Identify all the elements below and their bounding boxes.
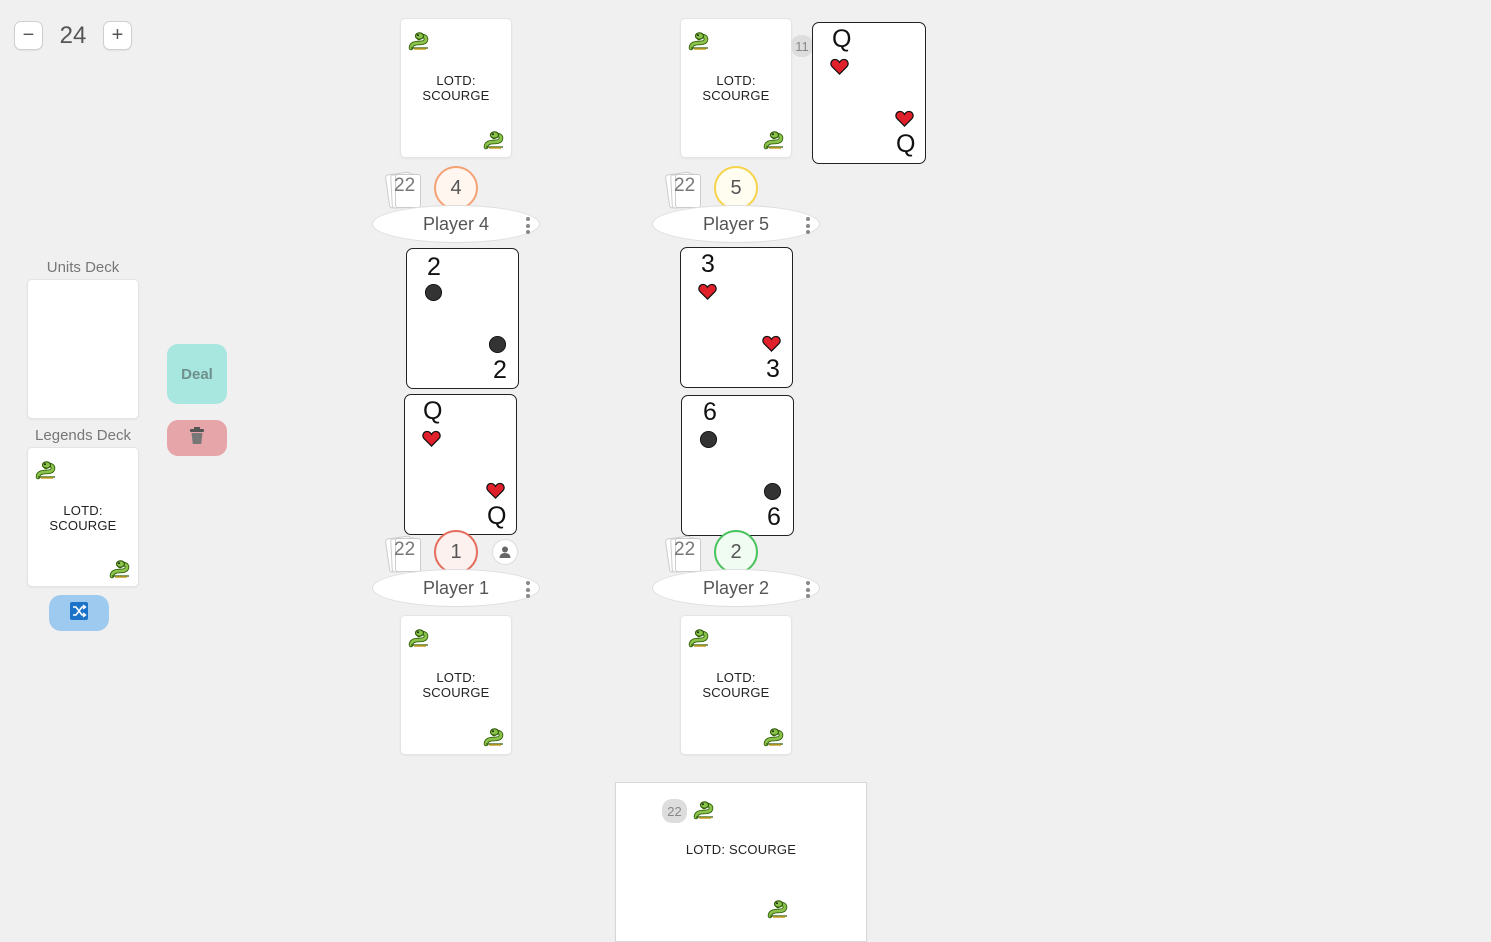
playing-card[interactable]: 6 6 xyxy=(681,395,794,536)
card-rank: 6 xyxy=(767,503,781,531)
player4-seat-badge: 4 xyxy=(434,166,478,210)
player2-name: Player 2 xyxy=(702,577,770,598)
player2-hand-count[interactable]: 22 xyxy=(664,535,701,573)
player5-name: Player 5 xyxy=(702,213,770,234)
card-title: LOTD: SCOURGE xyxy=(422,670,490,700)
player2-seat-badge: 2 xyxy=(714,530,758,574)
heart-icon xyxy=(830,57,849,76)
snake-icon xyxy=(483,726,507,748)
player4-name: Player 4 xyxy=(422,213,490,234)
player2-nameplate[interactable]: Player 2 xyxy=(652,569,820,607)
deal-button[interactable]: Deal xyxy=(167,344,227,404)
player4-nameplate[interactable]: Player 4 xyxy=(372,205,540,243)
player1-seat-badge: 1 xyxy=(434,530,478,574)
player1-nameplate[interactable]: Player 1 xyxy=(372,569,540,607)
player5-nameplate[interactable]: Player 5 xyxy=(652,205,820,243)
legends-deck[interactable]: LOTD: SCOURGE xyxy=(27,447,139,587)
card-rank: 3 xyxy=(766,355,780,383)
snake-icon xyxy=(483,129,507,151)
circle-icon xyxy=(763,482,782,501)
snake-icon xyxy=(35,459,59,481)
card-title: LOTD: SCOURGE xyxy=(685,842,797,857)
circle-icon xyxy=(488,335,507,354)
player1-name: Player 1 xyxy=(422,577,490,598)
heart-icon xyxy=(762,334,781,353)
card-title: LOTD: SCOURGE xyxy=(49,503,117,533)
zoom-level: 24 xyxy=(59,22,87,49)
card-rank: Q xyxy=(423,397,443,425)
player4-hand-count[interactable]: 22 xyxy=(384,171,421,209)
player2-legend-card[interactable]: LOTD: SCOURGE xyxy=(680,615,792,755)
legends-deck-label: Legends Deck xyxy=(35,427,131,444)
circle-icon xyxy=(699,430,718,449)
trash-icon xyxy=(189,426,205,450)
hand-pile[interactable]: 22 LOTD: SCOURGE xyxy=(615,782,867,942)
card-rank: 2 xyxy=(427,253,441,281)
heart-icon xyxy=(422,429,441,448)
playing-card[interactable]: 2 2 xyxy=(406,248,519,389)
card-rank: 3 xyxy=(701,250,715,278)
card-title: LOTD: SCOURGE xyxy=(422,73,490,103)
kebab-icon[interactable] xyxy=(806,217,810,237)
kebab-icon[interactable] xyxy=(806,581,810,601)
snake-icon xyxy=(693,799,717,821)
card-title: LOTD: SCOURGE xyxy=(702,73,770,103)
kebab-icon[interactable] xyxy=(526,581,530,601)
playing-card[interactable]: Q Q xyxy=(404,394,517,535)
shuffle-icon xyxy=(70,601,88,625)
player1-legend-card[interactable]: LOTD: SCOURGE xyxy=(400,615,512,755)
player4-legend-card[interactable]: LOTD: SCOURGE xyxy=(400,18,512,158)
snake-icon xyxy=(688,627,712,649)
card-title: LOTD: SCOURGE xyxy=(702,670,770,700)
playing-card[interactable]: 3 3 xyxy=(680,247,793,388)
player5-hand-count[interactable]: 22 xyxy=(664,171,701,209)
snake-icon xyxy=(763,129,787,151)
units-deck-label: Units Deck xyxy=(46,259,120,276)
kebab-icon[interactable] xyxy=(526,217,530,237)
snake-icon xyxy=(763,726,787,748)
card-rank: Q xyxy=(832,25,852,53)
zoom-out-button[interactable]: − xyxy=(14,21,43,50)
units-deck[interactable] xyxy=(27,279,139,419)
snake-icon xyxy=(408,627,432,649)
card-rank: Q xyxy=(487,502,507,530)
snake-icon xyxy=(767,898,791,920)
playing-card[interactable]: Q Q xyxy=(812,22,926,164)
card-rank: 2 xyxy=(493,356,507,384)
heart-icon xyxy=(486,481,505,500)
trash-button[interactable] xyxy=(167,420,227,456)
user-icon[interactable] xyxy=(492,539,518,565)
stack-count-badge: 22 xyxy=(662,799,687,823)
player5-legend-card[interactable]: LOTD: SCOURGE xyxy=(680,18,792,158)
zoom-in-button[interactable]: + xyxy=(103,21,132,50)
snake-icon xyxy=(408,30,432,52)
snake-icon xyxy=(109,558,133,580)
heart-icon xyxy=(895,109,914,128)
player5-seat-badge: 5 xyxy=(714,166,758,210)
heart-icon xyxy=(698,282,717,301)
card-rank: Q xyxy=(896,130,916,158)
stack-count-badge: 11 xyxy=(791,35,813,57)
card-rank: 6 xyxy=(703,398,717,426)
shuffle-button[interactable] xyxy=(49,595,109,631)
circle-icon xyxy=(424,283,443,302)
player1-hand-count[interactable]: 22 xyxy=(384,535,421,573)
snake-icon xyxy=(688,30,712,52)
